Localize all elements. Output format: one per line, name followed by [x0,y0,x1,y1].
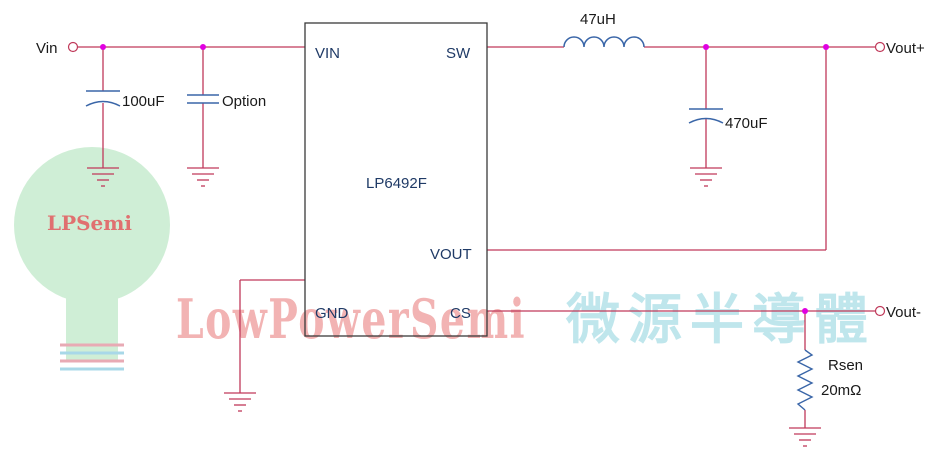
cap-option-label: Option [222,93,266,110]
cap-option [187,94,219,104]
vout-plus-terminal [874,41,886,53]
junction-dot [100,44,106,50]
cap-in [85,90,121,107]
watermark-cjk-text: 微源半導體 [565,288,876,351]
cap-out-value-label: 470uF [725,115,768,132]
rsen-name-label: Rsen [828,357,863,374]
ground-icon [690,167,722,187]
ground-icon [789,427,821,447]
inductor-value-label: 47uH [580,11,616,28]
cap-out [688,108,724,124]
junction-dot [703,44,709,50]
ground-icon [87,167,119,187]
rsen-resistor-symbol [796,349,814,411]
ic-body [304,22,488,337]
bulb-glow [14,147,170,303]
ground-symbols [87,167,821,447]
rsen-value-label: 20mΩ [821,382,861,399]
junctions [100,44,829,314]
lpsemi-bulb-logo: LPSemi [14,147,170,371]
pin-cs-label: CS [450,305,471,322]
ground-icon [224,392,256,412]
vout-minus-terminal [874,305,886,317]
ic-part-number: LP6492F [366,175,427,192]
junction-dot [823,44,829,50]
cap-plate-curved [85,100,121,107]
bulb-logo-text: LPSemi [47,211,132,235]
ground-icon [187,167,219,187]
vin-terminal-label: Vin [36,40,57,57]
pin-sw-label: SW [446,45,471,62]
vout-minus-label: Vout- [886,304,921,321]
junction-dot [200,44,206,50]
vout-plus-label: Vout+ [886,40,925,57]
junction-dot [802,308,808,314]
pin-vout-label: VOUT [430,246,472,263]
cap-plate-curved [688,117,724,124]
cap-in-value-label: 100uF [122,93,165,110]
pin-gnd-label: GND [315,305,349,322]
watermark-latin-text: LowPowerSemi [176,287,526,351]
pin-vin-label: VIN [315,45,340,62]
wires [78,46,875,428]
inductor-symbol [563,36,645,48]
vin-terminal [67,41,79,53]
bulb-neck [66,290,118,360]
